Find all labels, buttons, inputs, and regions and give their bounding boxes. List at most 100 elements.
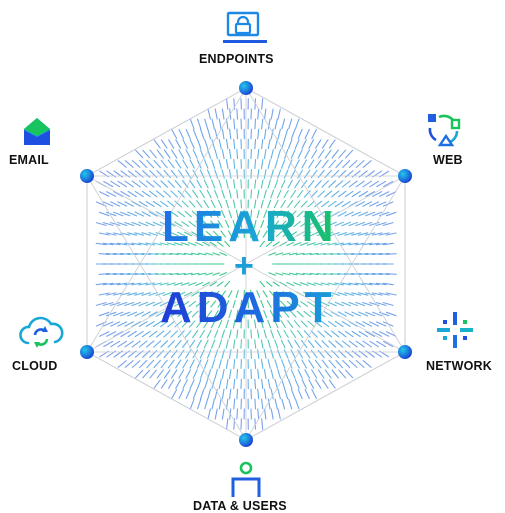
dash-mark (172, 390, 177, 399)
dash-mark (265, 389, 266, 399)
dash-mark (329, 341, 336, 347)
dash-mark (363, 361, 371, 368)
vertex-dot-email (80, 169, 94, 183)
dash-mark (234, 160, 235, 169)
dash-mark (291, 150, 295, 159)
dash-mark (298, 170, 303, 178)
dash-mark (222, 190, 225, 198)
dash-mark (356, 341, 364, 347)
dash-mark (186, 130, 190, 139)
dash-mark (205, 140, 208, 149)
dash-mark (275, 180, 278, 188)
dash-mark (157, 191, 164, 197)
dash-mark (309, 140, 314, 149)
vertex-dot-network (398, 345, 412, 359)
dash-mark (230, 150, 231, 159)
dash-mark (302, 380, 306, 389)
dash-mark (172, 150, 177, 158)
dash-mark (125, 161, 133, 168)
dash-mark (302, 160, 307, 168)
dash-mark (237, 409, 238, 419)
dash-mark (318, 191, 325, 197)
dash-mark (205, 380, 208, 389)
dash-mark (278, 389, 280, 398)
dash-mark (329, 360, 335, 367)
dash-mark (157, 370, 163, 378)
dash-mark (234, 119, 235, 129)
dash-mark (290, 273, 297, 275)
dash-mark (241, 180, 242, 188)
dash-mark (325, 370, 331, 378)
dash-mark (336, 360, 343, 367)
dash-mark (179, 150, 184, 158)
vertex-dot-cloud (80, 345, 94, 359)
dash-mark (255, 399, 256, 409)
vertex-dot-data-users (239, 433, 253, 447)
dash-mark (264, 370, 266, 379)
dash-mark (201, 389, 204, 398)
dash-mark (268, 340, 270, 348)
dash-mark (172, 130, 177, 139)
dash-mark (132, 181, 140, 187)
dash-mark (275, 379, 277, 388)
dash-mark (269, 253, 276, 256)
dash-mark (229, 350, 231, 359)
dash-mark (161, 181, 168, 187)
dash-mark (289, 119, 292, 129)
dash-mark (281, 340, 285, 348)
dash-mark (183, 380, 187, 389)
dash-mark (302, 140, 306, 149)
cloud-sync-icon (18, 313, 64, 351)
dash-mark (285, 389, 288, 398)
dash-mark (179, 370, 184, 378)
dash-mark (322, 341, 328, 348)
dash-mark (234, 340, 235, 348)
dash-mark (315, 360, 321, 368)
dash-mark (315, 160, 321, 168)
dash-mark (201, 370, 204, 379)
dash-mark (161, 380, 167, 388)
dash-mark (262, 99, 263, 109)
dash-mark (186, 390, 190, 399)
dash-mark (298, 129, 302, 138)
dash-mark (278, 150, 281, 159)
dash-mark (258, 170, 259, 179)
dash-mark (258, 129, 259, 139)
dash-mark (329, 160, 335, 167)
dash-mark (219, 340, 222, 348)
dash-mark (205, 119, 208, 129)
dash-mark (283, 253, 290, 255)
dash-mark (277, 190, 281, 198)
node-label-web: WEB (433, 153, 463, 167)
dash-mark (185, 191, 191, 198)
dash-mark (271, 350, 273, 358)
dash-mark (193, 170, 197, 178)
dash-mark (179, 170, 184, 177)
dash-mark (207, 190, 211, 197)
dash-mark (154, 360, 160, 367)
dash-mark (271, 409, 273, 419)
dash-mark (325, 171, 331, 178)
dash-mark (295, 160, 299, 168)
dash-mark (264, 190, 266, 198)
dash-mark (258, 369, 259, 378)
dash-mark (172, 370, 177, 378)
dash-mark (175, 341, 181, 348)
dash-mark (311, 350, 317, 357)
dash-mark (135, 331, 143, 336)
dash-mark (212, 360, 215, 369)
dash-mark (322, 380, 328, 388)
dash-mark (332, 150, 338, 158)
dash-mark (222, 389, 224, 399)
dash-mark (318, 350, 324, 357)
dash-mark (135, 191, 143, 196)
dash-mark (278, 109, 280, 119)
dash-mark (186, 170, 191, 178)
dash-mark (200, 170, 204, 178)
dash-mark (169, 140, 174, 148)
dash-mark (142, 191, 150, 196)
dash-mark (319, 150, 324, 158)
dash-mark (251, 190, 252, 198)
dash-mark (302, 360, 307, 368)
